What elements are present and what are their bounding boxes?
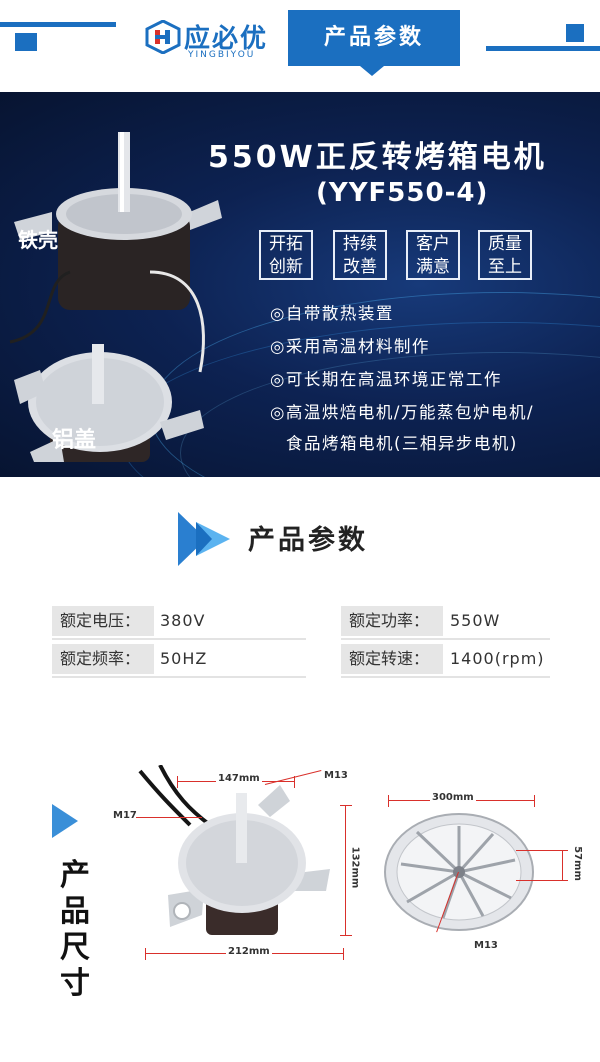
dimension-heading-char: 寸 — [60, 966, 90, 1001]
dimension-line — [516, 880, 568, 881]
dimension-line — [562, 850, 563, 880]
dimension-tick — [294, 776, 295, 788]
feature-item: ◎自带散热装置 — [270, 304, 394, 323]
motor-dimension-drawing — [138, 765, 330, 935]
header-square-left — [15, 33, 37, 51]
spec-label: 额定频率： — [52, 644, 154, 674]
badge-line: 满意 — [416, 257, 450, 277]
dimension-heading-char: 尺 — [60, 930, 90, 965]
feature-item: 食品烤箱电机(三相异步电机) — [286, 434, 518, 453]
dimension-heading-char: 产 — [60, 858, 90, 893]
dimension-label: M13 — [474, 940, 498, 951]
spec-value: 380V — [160, 611, 206, 630]
dimension-label: 57mm — [571, 846, 583, 881]
dimension-tick — [388, 795, 389, 807]
dimension-heading-char: 品 — [60, 894, 90, 929]
brand-subtitle: YINGBIYOU — [188, 50, 256, 60]
spec-table: 额定电压： 380V 额定功率： 550W 额定频率： 50HZ 额定转速： 1… — [0, 600, 600, 680]
product-banner: 铁壳 铝盖 550W正反转烤箱电机 (YYF550-4) 开拓 创新 持续 改善… — [0, 92, 600, 477]
dimension-tick — [340, 805, 352, 806]
spec-label: 额定功率： — [341, 606, 443, 636]
brand-logo-icon — [145, 20, 181, 54]
value-badge: 开拓 创新 — [259, 230, 313, 280]
value-badge: 客户 满意 — [406, 230, 460, 280]
spec-divider — [52, 676, 306, 678]
value-badge: 质量 至上 — [478, 230, 532, 280]
aluminium-cap-label: 铝盖 — [52, 428, 97, 453]
header-rule-right — [486, 46, 600, 51]
badge-line: 创新 — [269, 257, 303, 277]
badge-line: 质量 — [488, 234, 522, 254]
header-square-right — [566, 24, 584, 42]
badge-line: 至上 — [488, 257, 522, 277]
header-tab-pointer — [360, 66, 384, 76]
motor-illustration — [9, 132, 222, 462]
iron-shell-label: 铁壳 — [18, 228, 58, 252]
dimension-leader — [136, 817, 202, 818]
page-header: 应必优 YINGBIYOU 产品参数 — [0, 0, 600, 92]
badge-line: 改善 — [343, 257, 377, 277]
dimension-tick — [340, 935, 352, 936]
badge-line: 持续 — [343, 234, 377, 254]
spec-value: 550W — [450, 611, 501, 630]
dimension-tick — [343, 948, 344, 960]
spec-value: 50HZ — [160, 649, 208, 668]
spec-value: 1400(rpm) — [450, 649, 545, 668]
spec-divider — [341, 638, 550, 640]
product-model: (YYF550-4) — [316, 178, 489, 208]
spec-label: 额定转速： — [341, 644, 443, 674]
value-badge: 持续 改善 — [333, 230, 387, 280]
dimension-label: M13 — [324, 770, 348, 781]
header-title: 产品参数 — [323, 25, 424, 50]
badge-line: 开拓 — [269, 234, 303, 254]
section-title: 产品参数 — [248, 525, 368, 556]
badge-line: 客户 — [416, 234, 450, 254]
feature-item: ◎采用高温材料制作 — [270, 337, 430, 356]
dimension-line — [516, 850, 568, 851]
brand-name: 应必优 — [184, 24, 269, 54]
dimension-label: 300mm — [430, 792, 476, 803]
dimension-tick — [177, 776, 178, 788]
dimension-play-icon — [52, 804, 78, 838]
dimension-label: 147mm — [216, 773, 262, 784]
spec-divider — [341, 676, 550, 678]
fan-dimension-drawing — [384, 813, 534, 931]
feature-item: ◎可长期在高温环境正常工作 — [270, 370, 502, 389]
header-title-tab: 产品参数 — [288, 10, 460, 66]
spec-label: 额定电压： — [52, 606, 154, 636]
section-play-icon — [178, 512, 230, 566]
dimension-label: M17 — [113, 810, 137, 821]
spec-divider — [52, 638, 306, 640]
dimension-label: 212mm — [226, 946, 272, 957]
dimension-line — [345, 805, 346, 935]
dimension-label: 132mm — [349, 844, 361, 891]
dimension-tick — [145, 948, 146, 960]
header-rule-left — [0, 22, 116, 27]
feature-item: ◎高温烘焙电机/万能蒸包炉电机/ — [270, 403, 535, 422]
dimension-tick — [534, 795, 535, 807]
product-title: 550W正反转烤箱电机 — [208, 140, 547, 175]
